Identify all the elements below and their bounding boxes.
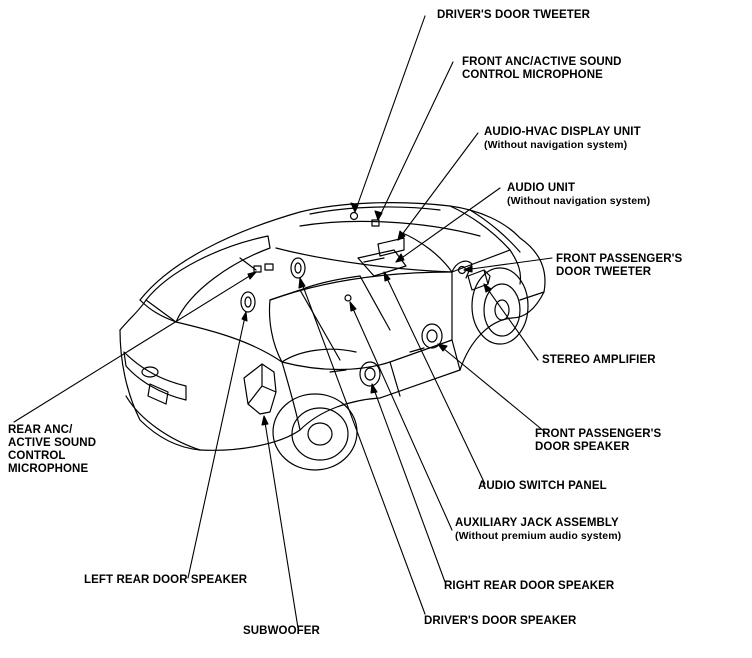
front-passenger-speaker-line2: DOOR SPEAKER [535,441,630,453]
front-passenger-speaker-icon [421,323,443,349]
drivers-door-tweeter-text: DRIVER'S DOOR TWEETER [437,9,591,21]
audio-hvac-display-icon [377,237,405,257]
drivers-door-speaker-text: DRIVER'S DOOR SPEAKER [424,615,577,627]
front-passenger-tweeter-line1: FRONT PASSENGER'S [556,253,683,265]
audio-unit-note: (Without navigation system) [507,195,651,207]
label-drivers-door-speaker: DRIVER'S DOOR SPEAKER [424,615,576,628]
left-rear-speaker-text: LEFT REAR DOOR SPEAKER [84,574,248,586]
auxiliary-jack-text: AUXILIARY JACK ASSEMBLY [455,517,619,529]
car-body [119,202,546,471]
front-passenger-tweeter-line2: DOOR TWEETER [556,266,652,278]
antenna-icon [239,257,257,271]
label-audio-hvac-display: AUDIO-HVAC DISPLAY UNIT (Without navigat… [484,126,641,152]
front-passenger-speaker-line1: FRONT PASSENGER'S [535,428,662,440]
rear-anc-mic-icon [253,265,262,273]
aux-jack-icon [344,294,352,302]
label-front-passenger-tweeter: FRONT PASSENGER'S DOOR TWEETER [556,253,682,279]
front-anc-mic-line2: CONTROL MICROPHONE [462,69,603,81]
auxiliary-jack-note: (Without premium audio system) [455,530,622,542]
label-right-rear-speaker: RIGHT REAR DOOR SPEAKER [444,580,614,593]
audio-unit-text: AUDIO UNIT [507,182,576,194]
rear-anc-mic-line1: REAR ANC/ [8,424,73,436]
stereo-amplifier-icon [467,269,491,291]
left-rear-speaker-icon [240,291,256,313]
label-front-anc-mic: FRONT ANC/ACTIVE SOUND CONTROL MICROPHON… [462,56,622,82]
right-rear-speaker-text: RIGHT REAR DOOR SPEAKER [444,580,615,592]
stereo-amplifier-text: STEREO AMPLIFIER [542,354,656,366]
subwoofer-text: SUBWOOFER [243,625,320,637]
rear-anc-mic-line4: MICROPHONE [8,463,89,475]
rear-anc-mic-line3: CONTROL [8,450,66,462]
front-anc-mic-line1: FRONT ANC/ACTIVE SOUND [462,56,622,68]
drivers-door-speaker-icon [290,257,306,279]
right-rear-speaker-icon [359,361,381,387]
label-stereo-amplifier: STEREO AMPLIFIER [542,354,656,367]
components [239,211,491,415]
label-auxiliary-jack: AUXILIARY JACK ASSEMBLY (Without premium… [455,517,621,543]
label-left-rear-speaker: LEFT REAR DOOR SPEAKER [84,574,247,587]
rear-anc-mic-line2: ACTIVE SOUND [8,437,97,449]
audio-unit-icon [357,249,407,277]
label-rear-anc-mic: REAR ANC/ ACTIVE SOUND CONTROL MICROPHON… [8,424,96,476]
leader-lines [13,15,553,629]
audio-switch-panel-text: AUDIO SWITCH PANEL [478,480,607,492]
label-drivers-door-tweeter: DRIVER'S DOOR TWEETER [437,9,590,22]
audio-hvac-display-text: AUDIO-HVAC DISPLAY UNIT [484,126,641,138]
drivers-door-tweeter-icon [349,211,359,221]
label-subwoofer: SUBWOOFER [243,625,320,638]
label-audio-switch-panel: AUDIO SWITCH PANEL [478,480,607,493]
audio-hvac-display-note: (Without navigation system) [484,139,628,151]
label-front-passenger-speaker: FRONT PASSENGER'S DOOR SPEAKER [535,428,661,454]
front-anc-mic-icon [371,219,380,227]
label-audio-unit: AUDIO UNIT (Without navigation system) [507,182,650,208]
subwoofer-icon [243,363,277,415]
